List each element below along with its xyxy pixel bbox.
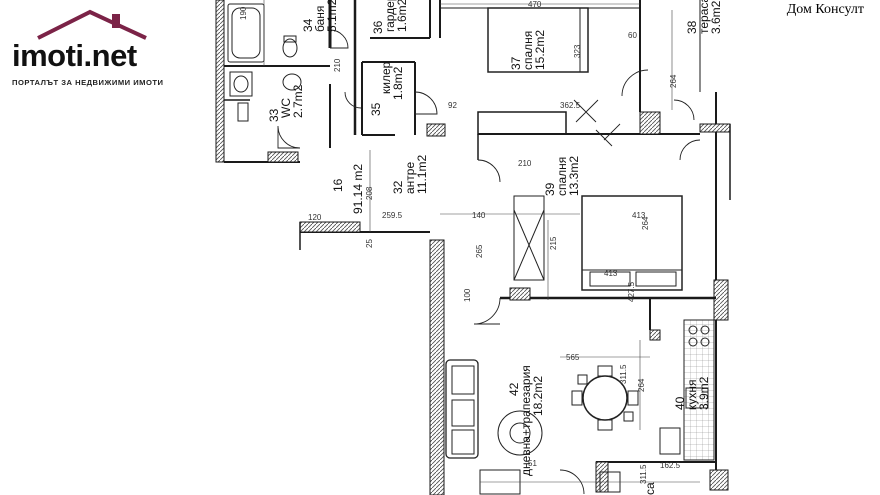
room-38-label: 38 тераса 3.6m2 [685,0,723,34]
room-41-label: са [643,482,657,495]
room-42-label: 42 дневна+трапезария 18.2m2 [507,365,545,476]
svg-text:413: 413 [632,211,646,220]
svg-text:кухня: кухня [685,379,699,410]
svg-text:259.5: 259.5 [382,211,403,220]
svg-text:162.5: 162.5 [660,461,681,470]
svg-text:190: 190 [239,6,248,20]
svg-text:100: 100 [463,288,472,302]
svg-text:91.14 m2: 91.14 m2 [351,164,365,214]
svg-text:362.5: 362.5 [560,101,581,110]
room-34-label: 34 баня 5.1m2 [301,0,339,32]
door-swings [277,29,701,495]
svg-text:36: 36 [371,20,385,34]
svg-text:264: 264 [641,216,650,230]
svg-text:баня: баня [313,6,327,32]
svg-text:42: 42 [507,382,521,396]
svg-text:32: 32 [391,180,405,194]
svg-text:210: 210 [518,159,532,168]
svg-text:140: 140 [472,211,486,220]
svg-text:дневна+трапезария: дневна+трапезария [519,365,533,476]
svg-text:5.1m2: 5.1m2 [325,0,339,32]
svg-text:413: 413 [604,269,618,278]
svg-text:11.1m2: 11.1m2 [415,155,429,194]
svg-text:антре: антре [403,162,417,194]
room-40-label: 40 кухня 3.9m2 [673,376,711,410]
svg-text:92: 92 [448,101,457,110]
logo-text: imoti.net [12,38,137,73]
svg-text:264: 264 [637,378,646,392]
svg-text:210: 210 [333,58,342,72]
svg-text:215: 215 [549,236,558,250]
svg-text:311.5: 311.5 [619,364,628,384]
imoti-logo[interactable]: imoti.net ПОРТАЛЪТ ЗА НЕДВИЖИМИ ИМОТИ [8,8,178,88]
room-37-label: 37 спалня 15.2m2 [509,30,547,70]
svg-text:38: 38 [685,20,699,34]
svg-text:килер: килер [379,61,393,94]
svg-text:39: 39 [543,182,557,196]
watermark-text: Дом Консулт [786,2,864,17]
room-labels: 34 баня 5.1m2 36 гардер 1.6m2 35 килер 1… [267,0,723,495]
svg-text:1.8m2: 1.8m2 [391,66,405,100]
dimension-lines [263,0,700,483]
svg-text:3.9m2: 3.9m2 [697,376,711,410]
walls [215,0,731,495]
svg-text:15.2m2: 15.2m2 [533,30,547,70]
svg-text:са: са [643,482,657,495]
svg-text:гардер: гардер [383,0,397,32]
svg-text:208: 208 [365,186,374,200]
svg-text:311.5: 311.5 [639,464,648,484]
svg-text:565: 565 [566,353,580,362]
svg-text:33: 33 [267,108,281,122]
svg-text:427.5: 427.5 [627,281,636,302]
svg-text:37: 37 [509,56,523,70]
svg-text:спалня: спалня [521,31,535,70]
svg-text:120: 120 [308,213,322,222]
svg-text:34: 34 [301,18,315,32]
room-39-label: 39 спалня 13.3m2 [543,156,581,196]
svg-text:3.6m2: 3.6m2 [709,0,723,34]
logo-subtitle: ПОРТАЛЪТ ЗА НЕДВИЖИМИ ИМОТИ [12,78,164,87]
svg-text:1.6m2: 1.6m2 [395,0,409,32]
svg-text:25: 25 [365,239,374,248]
svg-text:470: 470 [528,0,542,9]
svg-text:спалня: спалня [555,157,569,196]
room-35-label: 35 килер 1.8m2 [369,61,405,116]
room-36-label: 36 гардер 1.6m2 [371,0,409,34]
svg-text:51: 51 [528,459,537,468]
svg-text:WC: WC [279,98,293,118]
svg-text:265: 265 [475,244,484,258]
svg-text:18.2m2: 18.2m2 [531,376,545,416]
room-32-label: 32 антре 11.1m2 [391,155,429,194]
dimension-labels: 190 470 323 264 264 264 208 259.5 140 21… [239,0,681,484]
house-roof-icon [37,9,147,40]
svg-text:323: 323 [573,44,582,58]
fixtures [227,3,715,495]
svg-text:60: 60 [628,31,637,40]
svg-text:16: 16 [331,178,345,192]
unit-16-label: 16 91.14 m2 [331,164,365,214]
svg-text:40: 40 [673,396,687,410]
svg-text:264: 264 [669,74,678,88]
svg-text:тераса: тераса [697,0,711,34]
svg-text:13.3m2: 13.3m2 [567,156,581,196]
svg-text:2.7m2: 2.7m2 [291,84,305,118]
room-33-label: 33 WC 2.7m2 [267,84,305,122]
svg-text:35: 35 [369,102,383,116]
